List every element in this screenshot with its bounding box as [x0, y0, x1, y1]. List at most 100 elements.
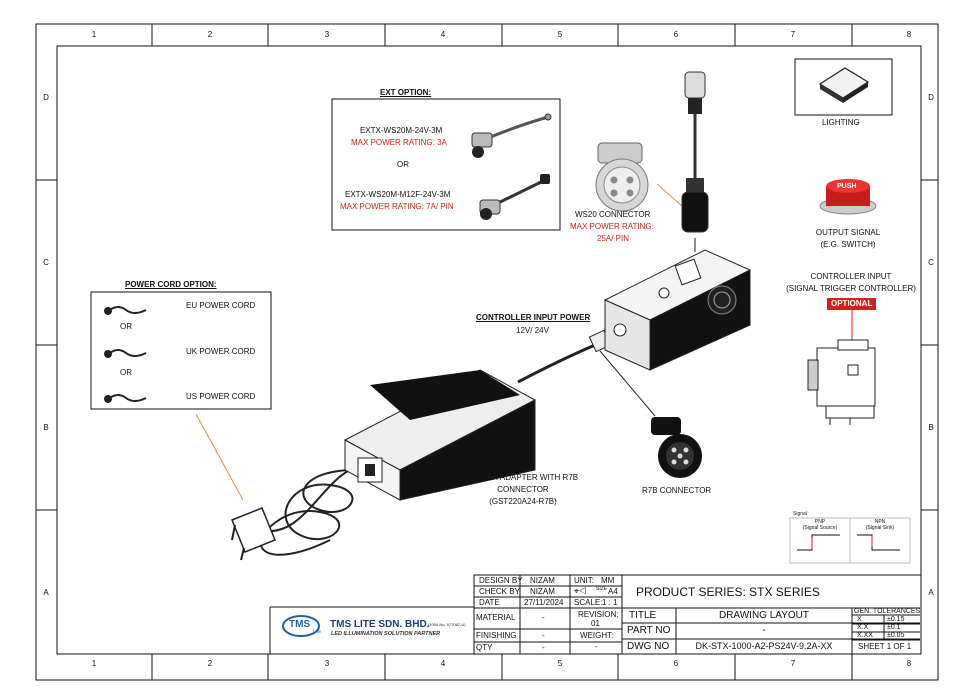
ext-option-1-rating: MAX POWER RATING: 3A — [351, 138, 447, 147]
company-logo-sub: Lite — [313, 629, 322, 635]
col-label-2: 2 — [207, 30, 213, 39]
row-label-a-right: A — [928, 588, 934, 597]
col-label-5: 5 — [557, 30, 563, 39]
revision-value: 01 — [591, 619, 600, 628]
us-power-cord-label: US POWER CORD — [186, 392, 256, 401]
part-no-value: - — [762, 625, 766, 636]
controller-drawing — [603, 249, 752, 371]
col-label-8-bottom: 8 — [906, 659, 912, 668]
uk-power-cord-label: UK POWER CORD — [186, 347, 256, 356]
size-label: SIZE — [596, 586, 608, 592]
signal-controller-drawing — [807, 339, 876, 425]
power-adapter-line2: CONNECTOR — [497, 485, 549, 494]
finishing-value: - — [542, 631, 545, 640]
tolerance-x-value: ±0.15 — [887, 616, 905, 623]
col-label-3-bottom: 3 — [324, 659, 330, 668]
cord-leader-line — [195, 413, 244, 501]
col-label-1: 1 — [91, 30, 97, 39]
r7b-connector-drawing — [651, 417, 702, 478]
power-cord-option-heading: POWER CORD OPTION: — [125, 280, 217, 289]
col-label-8: 8 — [906, 30, 912, 39]
lighting-panel-drawing — [818, 67, 870, 103]
scale-label: SCALE: — [574, 598, 603, 607]
cord-icons — [104, 306, 147, 403]
qty-label: QTY — [476, 643, 493, 652]
checked-by-label: CHECK BY — [479, 587, 520, 596]
title-block-grid — [269, 574, 922, 655]
date-label: DATE — [479, 598, 500, 607]
title-value: DRAWING LAYOUT — [718, 610, 809, 621]
pnp-sub: (Signal Source) — [802, 525, 838, 531]
right-ticks — [921, 179, 938, 511]
row-label-a: A — [43, 588, 49, 597]
power-cord-or-2: OR — [120, 368, 132, 377]
company-logo-text: TMS — [289, 619, 311, 630]
dwg-no-value: DK-STX-1000-A2-PS24V-9.2A-XX — [695, 641, 833, 651]
company-tagline: LED ILLUMINATION SOLUTION PARTNER — [331, 631, 441, 637]
designed-by-label: DESIGN BY — [479, 576, 523, 585]
r7b-leader-line — [599, 350, 656, 417]
col-label-7: 7 — [790, 30, 796, 39]
power-cord-drawing — [259, 469, 356, 556]
controller-input-line1: CONTROLLER INPUT — [810, 272, 892, 281]
weight-label: WEIGHT: — [580, 631, 614, 640]
row-label-d: D — [43, 93, 49, 102]
weight-value: - — [595, 642, 598, 651]
schuko-plug-drawing — [231, 507, 276, 561]
unit-value: MM — [601, 576, 615, 585]
company-reg-no: (1004 No. 977067-U) — [428, 622, 466, 627]
qty-value: - — [542, 643, 545, 652]
sheet-number: SHEET 1 OF 1 — [858, 642, 912, 651]
tolerance-x-label: X — [857, 616, 862, 623]
controller-power-value: 12V/ 24V — [516, 326, 549, 335]
left-ticks — [36, 179, 57, 511]
lighting-box — [794, 58, 893, 116]
optional-badge: OPTIONAL — [827, 298, 877, 310]
ext-option-1-model: EXTX-WS20M-24V-3M — [360, 126, 443, 135]
r7b-connector-label: R7B CONNECTOR — [642, 486, 712, 495]
row-label-b: B — [43, 423, 49, 432]
output-signal-line1: OUTPUT SIGNAL — [815, 228, 881, 237]
tolerance-xxx-value: ±0.05 — [887, 632, 905, 639]
tms-logo-drawing — [282, 615, 320, 637]
power-cord-or-1: OR — [120, 322, 132, 331]
push-button-text: PUSH — [837, 183, 857, 190]
col-label-6-bottom: 6 — [673, 659, 679, 668]
eu-power-cord-label: EU POWER CORD — [186, 301, 256, 310]
ext-cable-2-drawing — [479, 174, 550, 220]
npn-label: NPN — [874, 519, 886, 525]
ext-option-heading: EXT OPTION: — [380, 88, 432, 97]
controller-power-heading: CONTROLLER INPUT POWER — [476, 313, 591, 322]
signal-title: Signal — [793, 511, 807, 517]
ws20-rating-line1: MAX POWER RATING: — [570, 222, 654, 231]
part-no-label: PART NO — [627, 625, 671, 636]
col-label-4: 4 — [440, 30, 446, 39]
tolerance-xx-label: X.X — [857, 624, 869, 631]
dc-cable — [517, 343, 596, 384]
bottom-ticks — [151, 654, 853, 680]
projection-icon: ⌖◁ — [574, 586, 587, 596]
controller-input-line2: (SIGNAL TRIGGER CONTROLLER) — [786, 284, 916, 293]
tolerance-xx-value: ±0.1 — [887, 624, 901, 631]
tolerance-xxx-label: X.XX — [857, 632, 873, 639]
signal-diagram-drawing — [789, 517, 911, 564]
dwg-no-label: DWG NO — [627, 641, 670, 652]
col-label-6: 6 — [673, 30, 679, 39]
title-label: TITLE — [629, 610, 657, 621]
top-ticks — [151, 24, 853, 46]
vertical-cable-drawing — [681, 71, 709, 233]
row-label-d-right: D — [928, 93, 934, 102]
ws20-connector-drawing — [595, 142, 649, 212]
row-label-c-right: C — [928, 258, 934, 267]
npn-sub: (Signal Sink) — [865, 525, 895, 531]
ext-option-2-model: EXTX-WS20M-M12F-24V-3M — [345, 190, 451, 199]
lighting-label: LIGHTING — [822, 118, 860, 127]
designed-by-value: NIZAM — [530, 576, 555, 585]
company-name: TMS LITE SDN. BHD. — [330, 619, 430, 630]
scale-value: 1 : 1 — [602, 598, 618, 607]
power-adapter-line1: POWER ADAPTER WITH R7B — [467, 473, 579, 482]
date-value: 27/11/2024 — [524, 598, 564, 607]
tolerance-heading: GEN. TOLERANCES — [854, 608, 921, 615]
col-label-5-bottom: 5 — [557, 659, 563, 668]
